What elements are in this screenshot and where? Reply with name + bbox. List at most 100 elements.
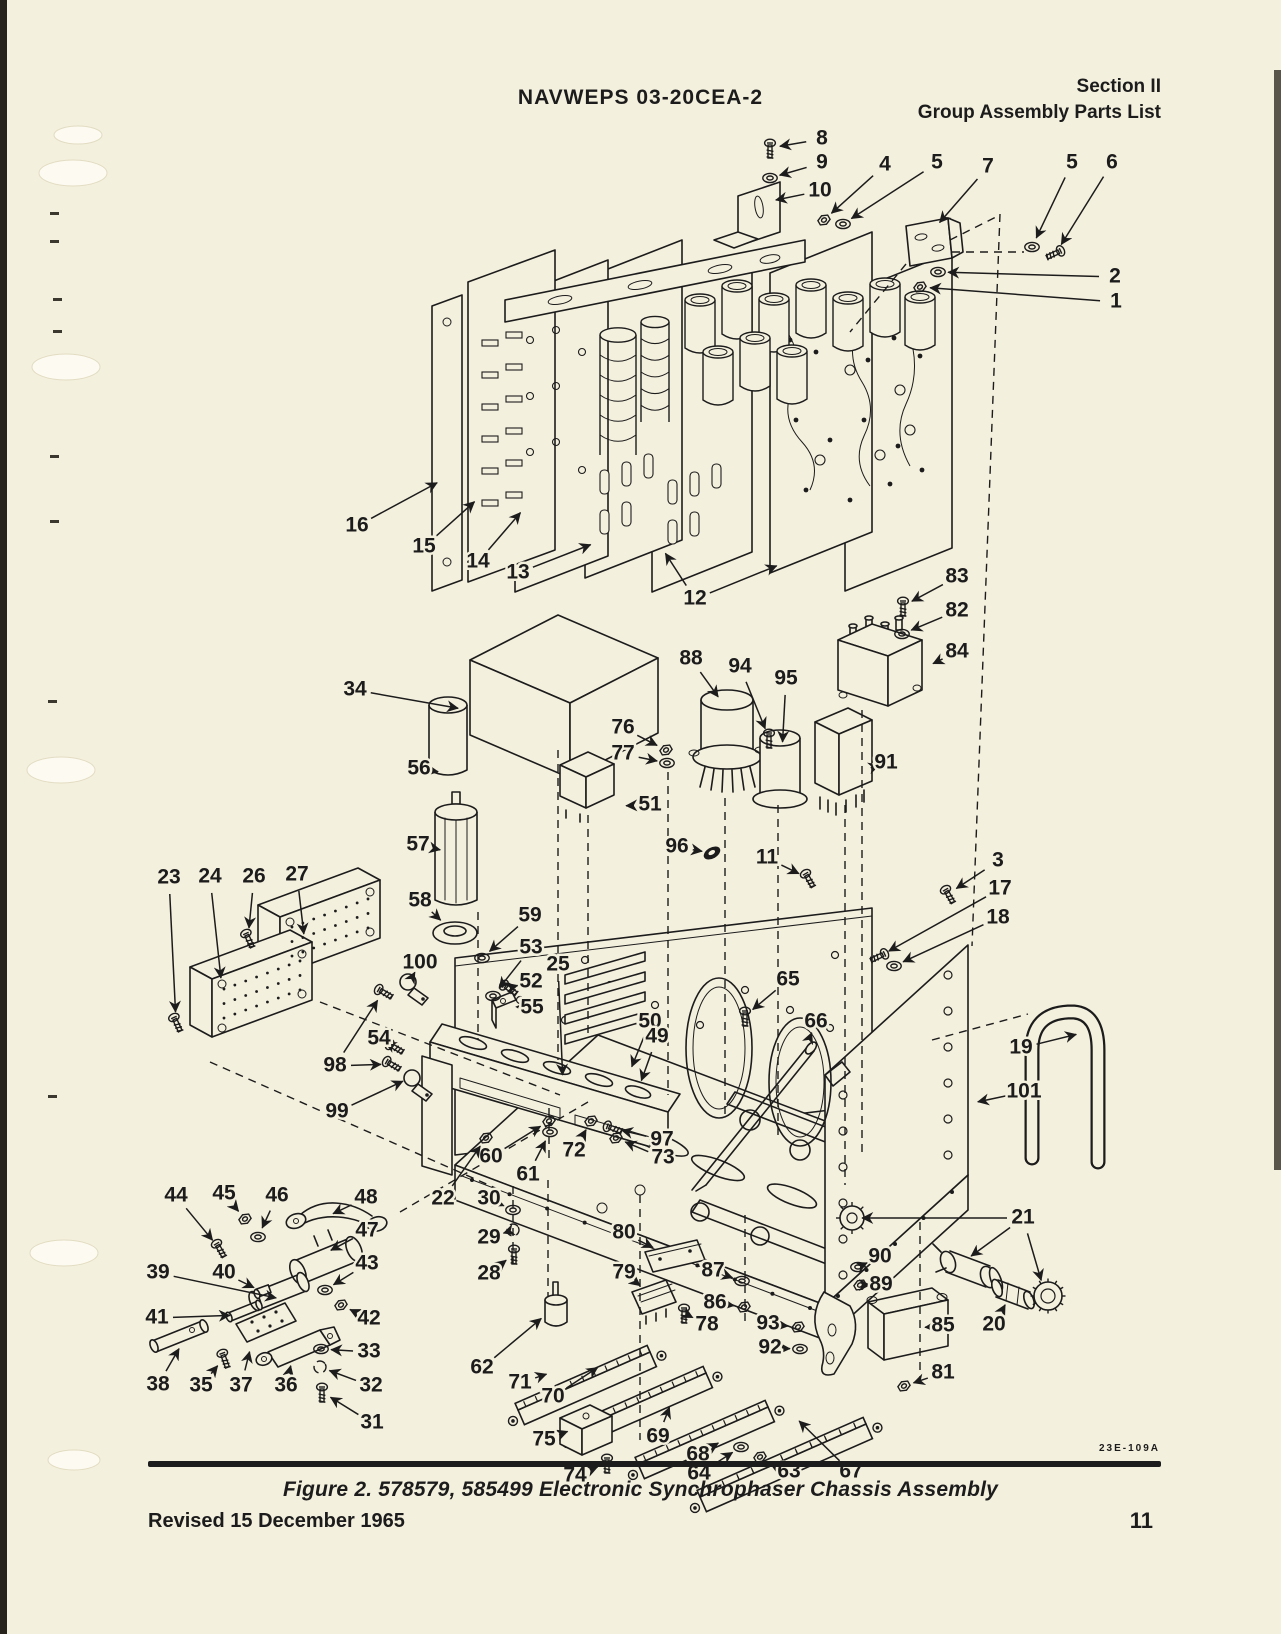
callout-88: 88 (679, 647, 703, 670)
leader-83 (911, 583, 944, 602)
callout-70: 70 (541, 1385, 564, 1408)
leader-26 (244, 892, 257, 929)
callout-59: 59 (518, 904, 541, 927)
leader-35 (205, 1365, 219, 1379)
callout-95: 95 (774, 667, 798, 690)
heat-sink-fins (564, 951, 646, 1045)
leader-21 (970, 1226, 1011, 1257)
leader-22 (451, 1145, 481, 1187)
leader-91 (867, 762, 881, 775)
part-glyph-screw (602, 1120, 624, 1135)
leader-33 (330, 1344, 354, 1357)
callout-45: 45 (212, 1182, 236, 1205)
callout-44: 44 (164, 1184, 188, 1207)
callout-97: 97 (650, 1128, 673, 1151)
callout-29: 29 (477, 1226, 500, 1249)
callout-8: 8 (816, 127, 828, 150)
callout-37: 37 (229, 1374, 252, 1397)
part-glyph-screw (939, 884, 957, 905)
leader-87 (719, 1268, 734, 1280)
offset-bracket-36 (255, 1326, 341, 1368)
leader-66 (801, 1032, 814, 1046)
leader-25 (556, 980, 569, 1076)
callout-61: 61 (516, 1163, 540, 1186)
leader-77 (638, 752, 658, 765)
leader-72 (575, 1129, 587, 1143)
part-glyph-screw (216, 1348, 231, 1369)
callout-100: 100 (402, 951, 437, 974)
part-glyph-nut (659, 744, 673, 756)
leader-18 (902, 924, 984, 963)
callout-85: 85 (931, 1314, 955, 1337)
leader-21 (1026, 1233, 1044, 1282)
leader-4 (830, 175, 874, 214)
part-glyph-washer (317, 1284, 333, 1296)
leader-14 (487, 512, 522, 551)
terminal-plate-37 (235, 1302, 297, 1343)
callout-43: 43 (355, 1252, 378, 1275)
callout-40: 40 (212, 1261, 235, 1284)
pin-38 (149, 1319, 209, 1353)
callout-92: 92 (758, 1336, 781, 1359)
callout-13: 13 (506, 561, 529, 584)
section-subtitle: Group Assembly Parts List (917, 102, 1161, 123)
callout-49: 49 (645, 1025, 668, 1048)
knurled-nut-21 (836, 1202, 868, 1234)
callout-51: 51 (638, 793, 662, 816)
callout-36: 36 (274, 1374, 297, 1397)
callout-6: 6 (1106, 151, 1118, 174)
circuit-board-16 (467, 249, 556, 583)
leader-58 (428, 908, 442, 921)
part-glyph-screw (677, 1303, 691, 1324)
callout-80: 80 (612, 1221, 635, 1244)
part-glyph-screw (896, 596, 910, 617)
callout-35: 35 (189, 1374, 213, 1397)
leader-100 (404, 971, 416, 986)
part-glyph-screw (381, 1055, 403, 1072)
callout-11: 11 (756, 846, 779, 869)
leader-39 (173, 1275, 277, 1302)
leader-79 (627, 1274, 641, 1287)
callout-7: 7 (982, 155, 994, 178)
part-glyph-screw (507, 1244, 521, 1265)
strap-bracket-48 (285, 1202, 388, 1233)
callout-55: 55 (520, 996, 544, 1019)
part-glyph-washer (659, 757, 675, 769)
callout-96: 96 (665, 835, 688, 858)
callout-3: 3 (992, 849, 1004, 872)
figure-caption: Figure 2. 578579, 585499 Electronic Sync… (282, 1478, 999, 1501)
leader-42 (349, 1308, 363, 1320)
standoff-62 (544, 1281, 568, 1327)
capacitor-47 (288, 1229, 364, 1286)
leader-37 (241, 1350, 253, 1371)
leader-97 (620, 1127, 647, 1139)
callout-24: 24 (198, 865, 222, 888)
page-number: 11 (1129, 1508, 1153, 1533)
control-rod-66 (691, 1041, 818, 1192)
callout-26: 26 (242, 865, 265, 888)
part-glyph-ring (313, 1360, 327, 1374)
callout-31: 31 (360, 1411, 384, 1434)
callout-19: 19 (1009, 1036, 1032, 1059)
cover-box-75 (559, 1404, 613, 1456)
part-glyph-nut (238, 1213, 252, 1225)
callout-91: 91 (874, 751, 898, 774)
leader-53 (498, 960, 522, 989)
part-glyph-nut (334, 1299, 348, 1311)
section-title: Section II (1076, 76, 1161, 97)
leader-7 (939, 178, 979, 224)
capacitor-can-95 (752, 729, 808, 809)
callout-22: 22 (431, 1187, 454, 1210)
leader-65 (752, 989, 777, 1011)
part-glyph-grommet (703, 846, 721, 860)
part-glyph-nut (913, 281, 927, 293)
leader-44 (185, 1207, 214, 1241)
leader-60 (504, 1125, 542, 1150)
callout-14: 14 (466, 550, 490, 573)
callout-1: 1 (1110, 290, 1122, 313)
callout-47: 47 (355, 1219, 378, 1242)
callout-28: 28 (477, 1262, 501, 1285)
part-glyph-screw (240, 928, 256, 949)
callout-72: 72 (562, 1139, 585, 1162)
part-glyph-screw (799, 868, 817, 889)
